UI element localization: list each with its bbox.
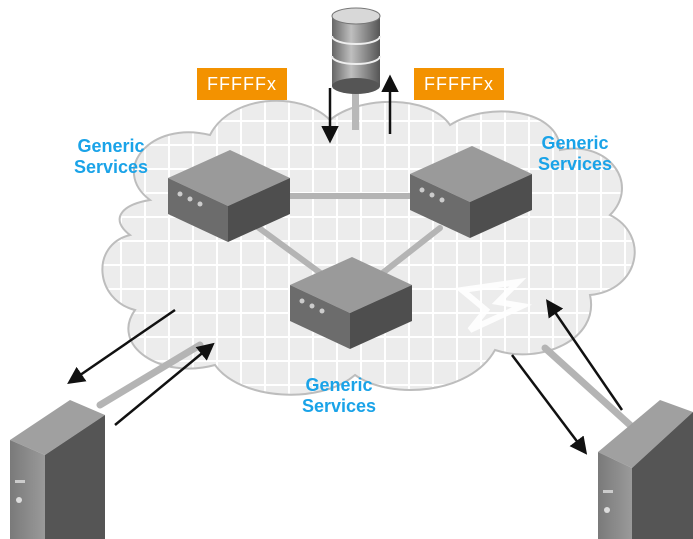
service-label-bottom: Generic Services: [302, 375, 376, 417]
brand-logo-icon: [454, 277, 533, 333]
service-label-bottom-line2: Services: [302, 396, 377, 416]
service-label-bottom-line1: Generic: [305, 375, 373, 395]
service-label-right: Generic Services: [538, 133, 612, 175]
switch-icon: [168, 150, 290, 242]
service-label-right-line1: Generic: [541, 133, 609, 153]
right-arrows: [511, 299, 624, 455]
data-arrows: [321, 74, 399, 144]
left-arrows: [67, 308, 215, 426]
switch-icon: [290, 257, 412, 349]
service-label-right-line2: Services: [538, 154, 613, 174]
switch-icon: [410, 146, 532, 238]
server-tower-icon: [541, 344, 693, 539]
service-label-left: Generic Services: [74, 136, 148, 178]
server-tower-icon: [10, 341, 204, 539]
switch-links: [252, 193, 443, 283]
service-label-left-line1: Generic: [77, 136, 145, 156]
service-label-left-line2: Services: [74, 157, 149, 177]
data-tag-right: FFFFFx: [414, 68, 504, 100]
database-icon: [331, 7, 381, 130]
data-tag-left: FFFFFx: [197, 68, 287, 100]
